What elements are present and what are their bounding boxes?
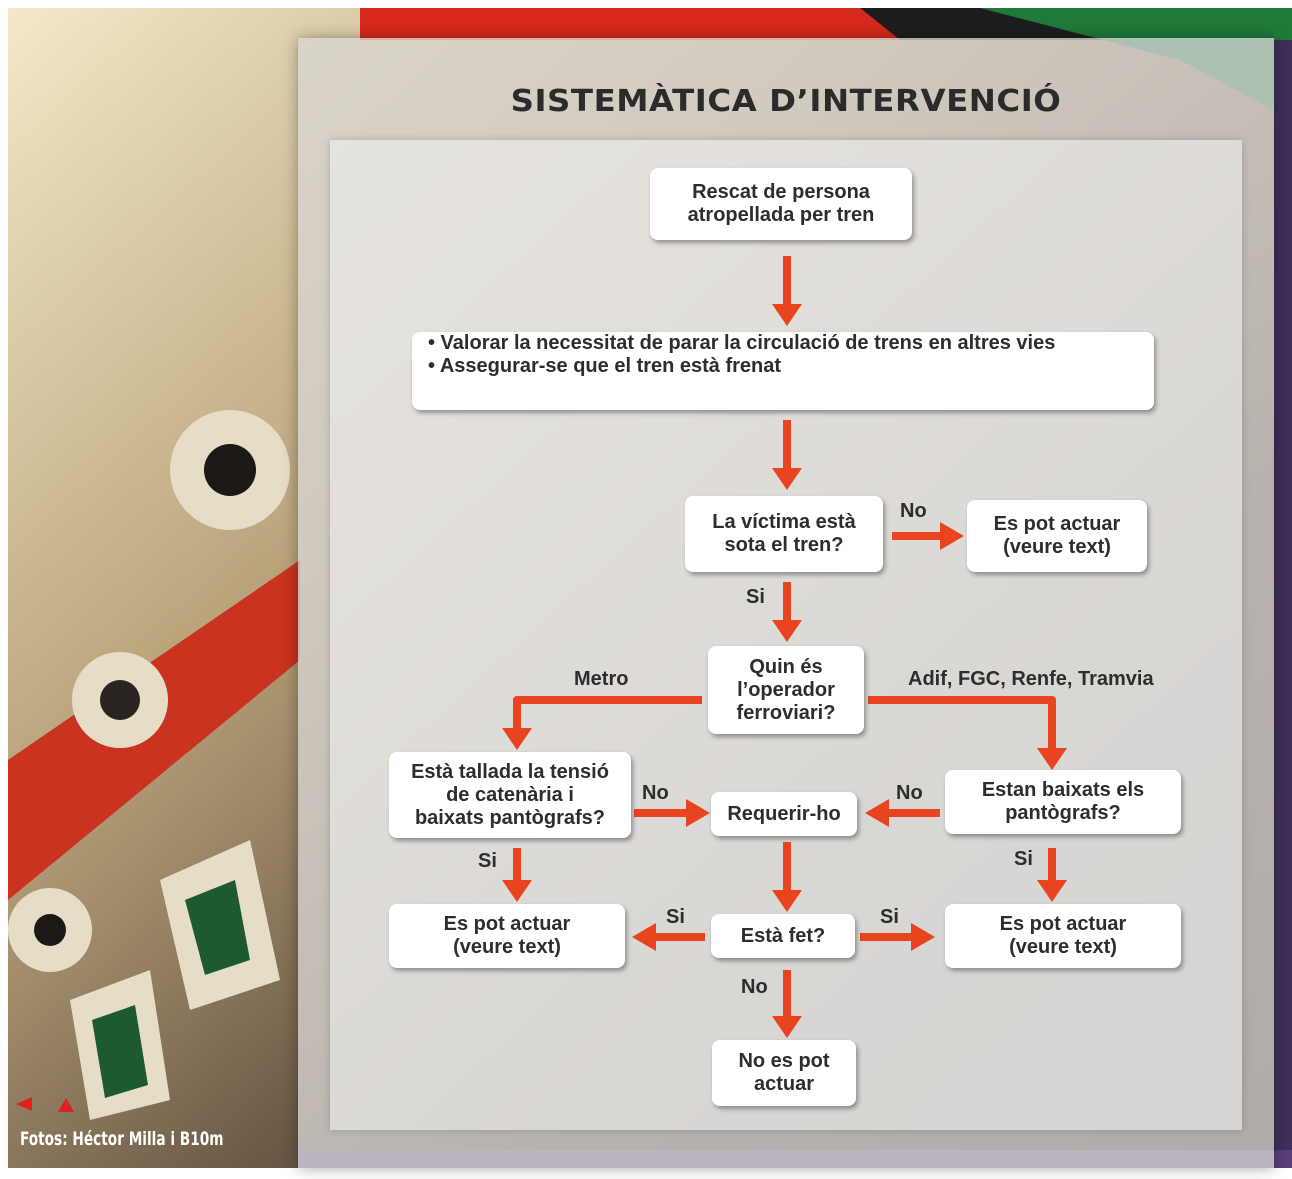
red-triangle-icon [58,1098,74,1112]
victim-under-decision: La víctima està sota el tren? [685,496,883,572]
can-act-left-box: Es pot actuar (veure text) [389,904,625,968]
action-item: • Assegurar-se que el tren està frenat [428,355,782,377]
operator-decision: Quin és l’operador ferroviari? [708,646,864,734]
action-item: • Valorar la necessitat de parar la circ… [428,332,1056,354]
red-triangle-icon [16,1097,32,1111]
edge-label-si: Si [666,906,685,928]
edge-label-no: No [642,782,669,804]
edge-label-other-operators: Adif, FGC, Renfe, Tramvia [908,668,1154,690]
can-act-right-box: Es pot actuar (veure text) [945,904,1181,968]
edge-label-si: Si [478,850,497,872]
require-box: Requerir-ho [711,792,857,836]
actions-box: • Valorar la necessitat de parar la circ… [412,332,1154,410]
metro-check-decision: Està tallada la tensió de catenària i ba… [389,752,631,838]
edge-label-no: No [896,782,923,804]
pantographs-decision: Estan baixats els pantògrafs? [945,770,1181,834]
edge-label-no: No [741,976,768,998]
can-act-box: Es pot actuar (veure text) [967,500,1147,572]
cannot-act-box: No es pot actuar [712,1040,856,1106]
start-box: Rescat de persona atropellada per tren [650,168,912,240]
edge-label-si: Si [746,586,765,608]
done-decision: Està fet? [711,914,855,958]
diagram-title: SISTEMÀTICA D’INTERVENCIÓ [510,84,1062,119]
edge-label-si: Si [880,906,899,928]
edge-label-si: Si [1014,848,1033,870]
edge-label-no: No [900,500,927,522]
edge-label-metro: Metro [574,668,629,690]
diagram-inner-panel [330,140,1242,1130]
photo-credit: Fotos: Héctor Milla i B10m [20,1128,224,1150]
